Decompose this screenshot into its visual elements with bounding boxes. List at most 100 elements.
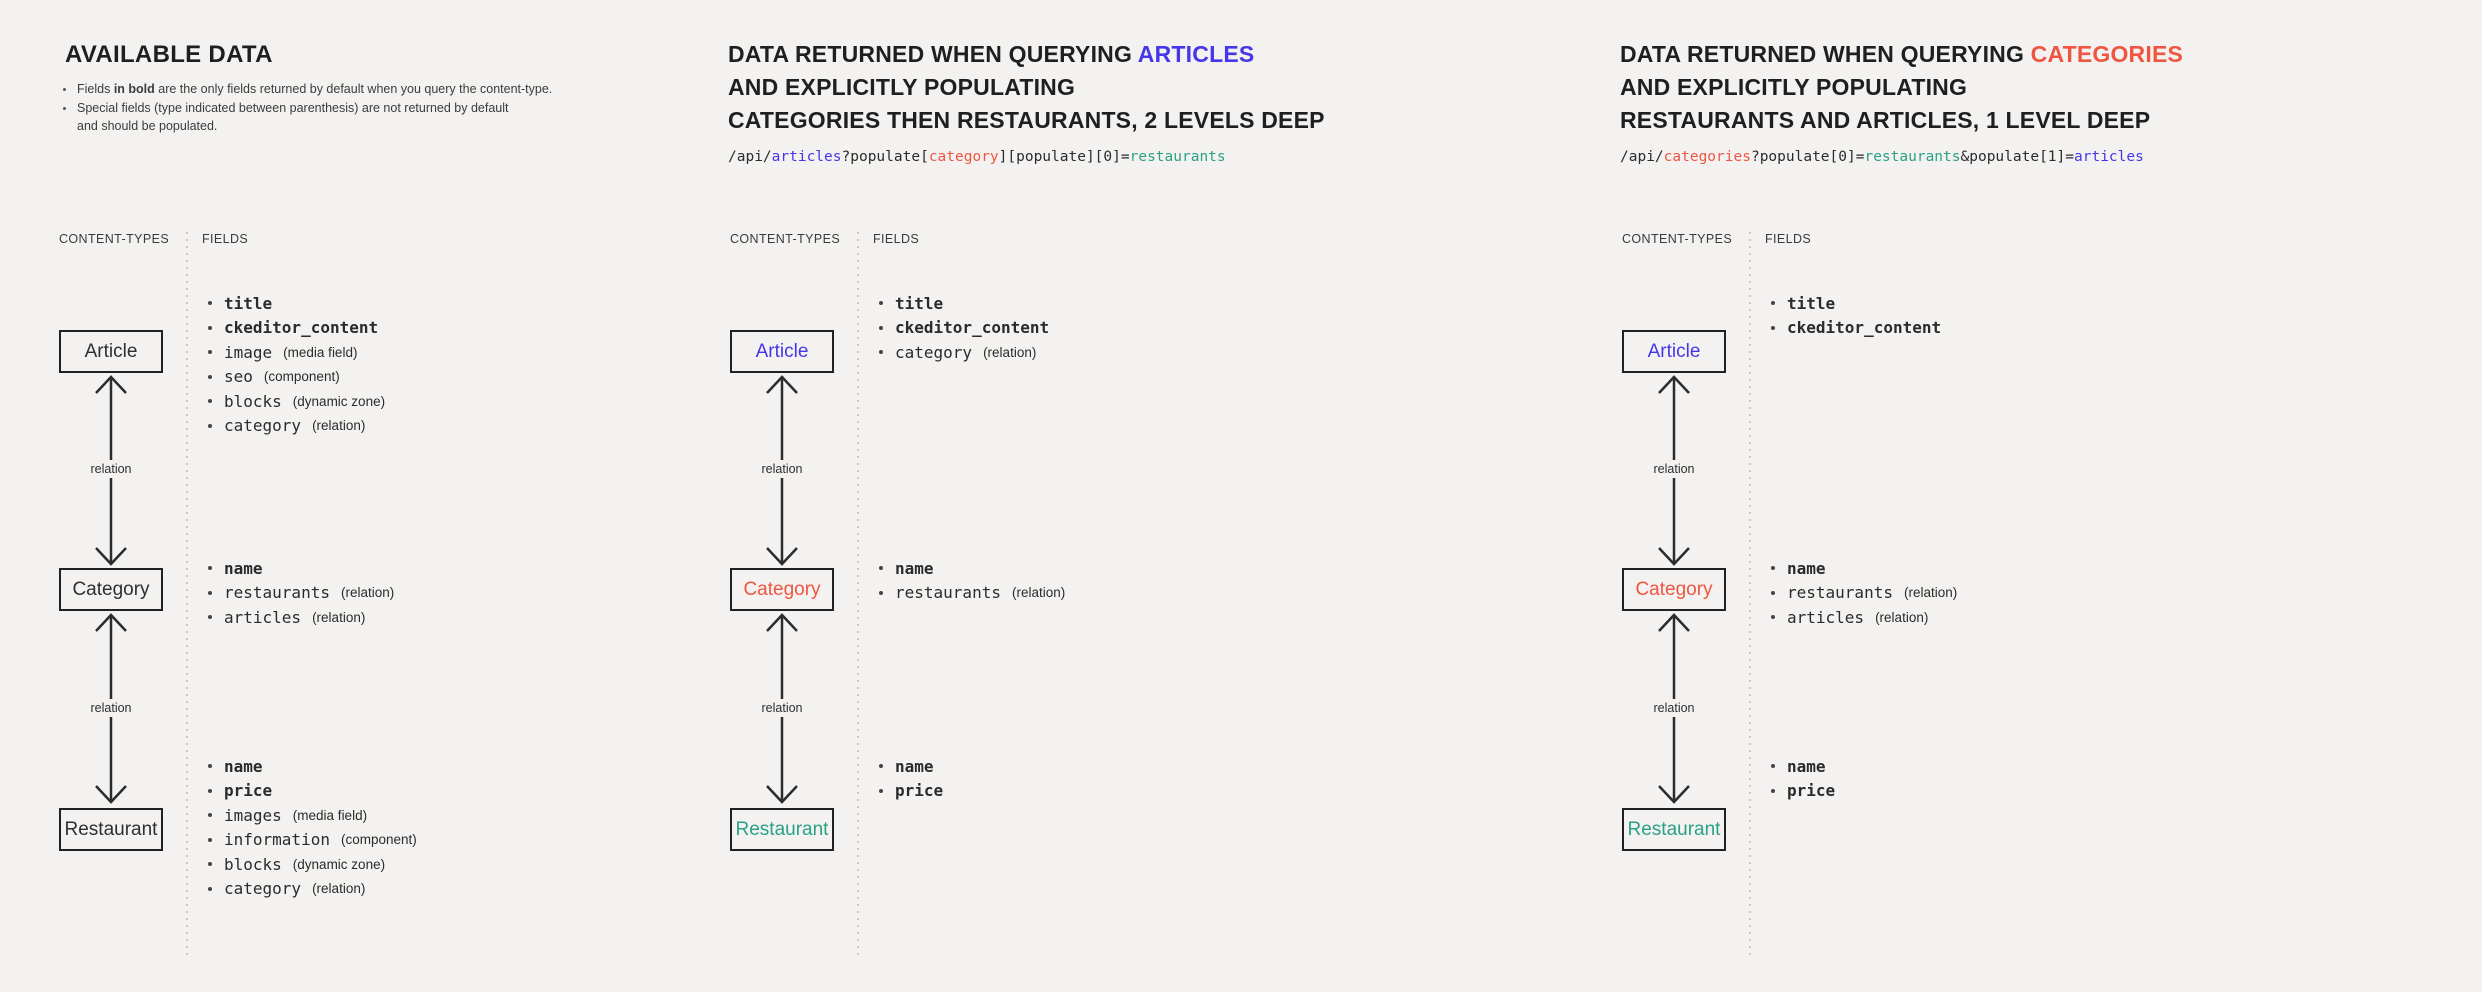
field-name: name xyxy=(1787,756,1826,776)
legend-notes: Fields in bold are the only fields retur… xyxy=(61,80,552,136)
title-text: AND EXPLICITLY POPULATING xyxy=(728,74,1076,100)
field-item: name xyxy=(57,556,394,581)
field-type-annotation: (component) xyxy=(340,832,417,848)
note-text: Special fields (type indicated between p… xyxy=(77,100,509,115)
field-type-annotation: (relation) xyxy=(1875,609,1929,625)
field-item: price xyxy=(1620,779,1835,804)
field-name: blocks xyxy=(224,854,282,874)
code-segment: ?populate[0]= xyxy=(1750,149,1865,165)
field-name: articles xyxy=(224,607,302,627)
title-highlight-categories: CATEGORIES xyxy=(2030,41,2184,67)
content-type-box-category: Category xyxy=(59,568,163,611)
fields-column-label: FIELDS xyxy=(202,232,249,246)
field-name: title xyxy=(895,293,944,313)
field-name: seo xyxy=(224,367,253,387)
content-types-column-label: CONTENT-TYPES xyxy=(1622,232,1733,246)
field-name: articles xyxy=(1787,607,1865,627)
field-type-annotation: (relation) xyxy=(312,609,366,625)
field-type-annotation: (component) xyxy=(263,369,340,385)
title-highlight-articles: ARTICLES xyxy=(1137,41,1255,67)
field-item: image (media field) xyxy=(57,340,385,365)
field-name: price xyxy=(895,781,944,801)
fields-list-category: name restaurants(relation) xyxy=(728,556,1065,605)
field-item: restaurants(relation) xyxy=(1620,581,1957,606)
field-item: category(relation) xyxy=(728,340,1049,365)
field-type-annotation: (media field) xyxy=(283,344,358,360)
field-name: blocks xyxy=(224,391,282,411)
content-type-box-article: Article xyxy=(730,330,834,373)
field-type-annotation: (dynamic zone) xyxy=(292,856,386,872)
content-types-column-label: CONTENT-TYPES xyxy=(59,232,170,246)
code-segment-articles: articles xyxy=(2074,149,2144,165)
content-type-box-article: Article xyxy=(59,330,163,373)
field-name: name xyxy=(1787,558,1826,578)
content-type-box-restaurant: Restaurant xyxy=(1622,808,1726,851)
field-item: name xyxy=(57,754,417,779)
box-label: Restaurant xyxy=(1627,818,1721,840)
field-item: ckeditor_content xyxy=(1620,316,1941,341)
panel-available-data: AVAILABLE DATA Fields in bold are the on… xyxy=(57,0,737,992)
code-segment: ][populate][0]= xyxy=(998,149,1130,165)
code-segment: /api/ xyxy=(1620,149,1664,165)
content-types-column-label: CONTENT-TYPES xyxy=(730,232,841,246)
content-type-box-restaurant: Restaurant xyxy=(59,808,163,851)
box-label: Article xyxy=(755,340,809,362)
field-item: category(relation) xyxy=(57,877,417,902)
panel-query-categories: DATA RETURNED WHEN QUERYING CATEGORIES AN… xyxy=(1620,0,2300,992)
content-type-box-article: Article xyxy=(1622,330,1726,373)
code-segment-categories: categories xyxy=(1663,149,1751,165)
box-label: Category xyxy=(743,578,821,600)
panel-title: DATA RETURNED WHEN QUERYING CATEGORIES AN… xyxy=(1620,38,2183,137)
relation-label: relation xyxy=(1634,460,1714,478)
field-item: restaurants(relation) xyxy=(57,581,394,606)
field-name: price xyxy=(224,781,273,801)
field-item: title xyxy=(1620,291,1941,316)
field-name: title xyxy=(1787,293,1836,313)
code-segment: &populate[1]= xyxy=(1960,149,2075,165)
field-type-annotation: (relation) xyxy=(312,418,366,434)
field-name: information xyxy=(224,830,330,850)
field-item: name xyxy=(728,754,943,779)
field-item: name xyxy=(1620,754,1835,779)
field-item: articles (relation) xyxy=(57,605,394,630)
field-item: blocks (dynamic zone) xyxy=(57,852,417,877)
relation-label: relation xyxy=(742,460,822,478)
fields-column-label: FIELDS xyxy=(1765,232,1812,246)
field-item: ckeditor_content xyxy=(57,316,385,341)
relation-label: relation xyxy=(742,699,822,717)
field-type-annotation: (relation) xyxy=(1903,585,1958,601)
field-name: images xyxy=(224,805,282,825)
code-segment-category: category xyxy=(928,149,999,165)
code-segment: ?populate[ xyxy=(841,149,929,165)
field-name: name xyxy=(895,756,934,776)
field-type-annotation: (relation) xyxy=(312,881,366,897)
code-segment-restaurants: restaurants xyxy=(1129,149,1226,165)
field-name: image xyxy=(224,342,273,362)
field-name: restaurants xyxy=(895,583,1001,603)
title-text: AND EXPLICITLY POPULATING xyxy=(1620,74,1968,100)
field-item: title xyxy=(57,291,385,316)
fields-list-restaurant: name price xyxy=(728,754,943,803)
field-name: restaurants xyxy=(224,583,330,603)
box-label: Article xyxy=(1647,340,1701,362)
field-name: category xyxy=(224,416,302,436)
field-type-annotation: (relation) xyxy=(983,344,1037,360)
relation-label: relation xyxy=(71,699,151,717)
field-name: ckeditor_content xyxy=(1787,318,1942,338)
relation-label: relation xyxy=(1634,699,1714,717)
box-label: Category xyxy=(1635,578,1713,600)
field-name: name xyxy=(224,756,263,776)
fields-list-category: name restaurants(relation) articles (rela… xyxy=(57,556,394,630)
api-query-url: /api/articles?populate[category][populat… xyxy=(728,146,1226,168)
title-text: CATEGORIES THEN RESTAURANTS, 2 LEVELS DE… xyxy=(728,107,1325,133)
fields-list-article: title ckeditor_content image (media field… xyxy=(57,291,385,438)
fields-list-category: name restaurants(relation) articles (rela… xyxy=(1620,556,1957,630)
field-name: ckeditor_content xyxy=(224,318,379,338)
field-type-annotation: (media field) xyxy=(292,807,368,823)
field-item: seo (component) xyxy=(57,365,385,390)
code-segment: /api/ xyxy=(728,149,772,165)
field-item: images (media field) xyxy=(57,803,417,828)
title-text: DATA RETURNED WHEN QUERYING xyxy=(1620,41,2031,67)
field-item: price xyxy=(728,779,943,804)
